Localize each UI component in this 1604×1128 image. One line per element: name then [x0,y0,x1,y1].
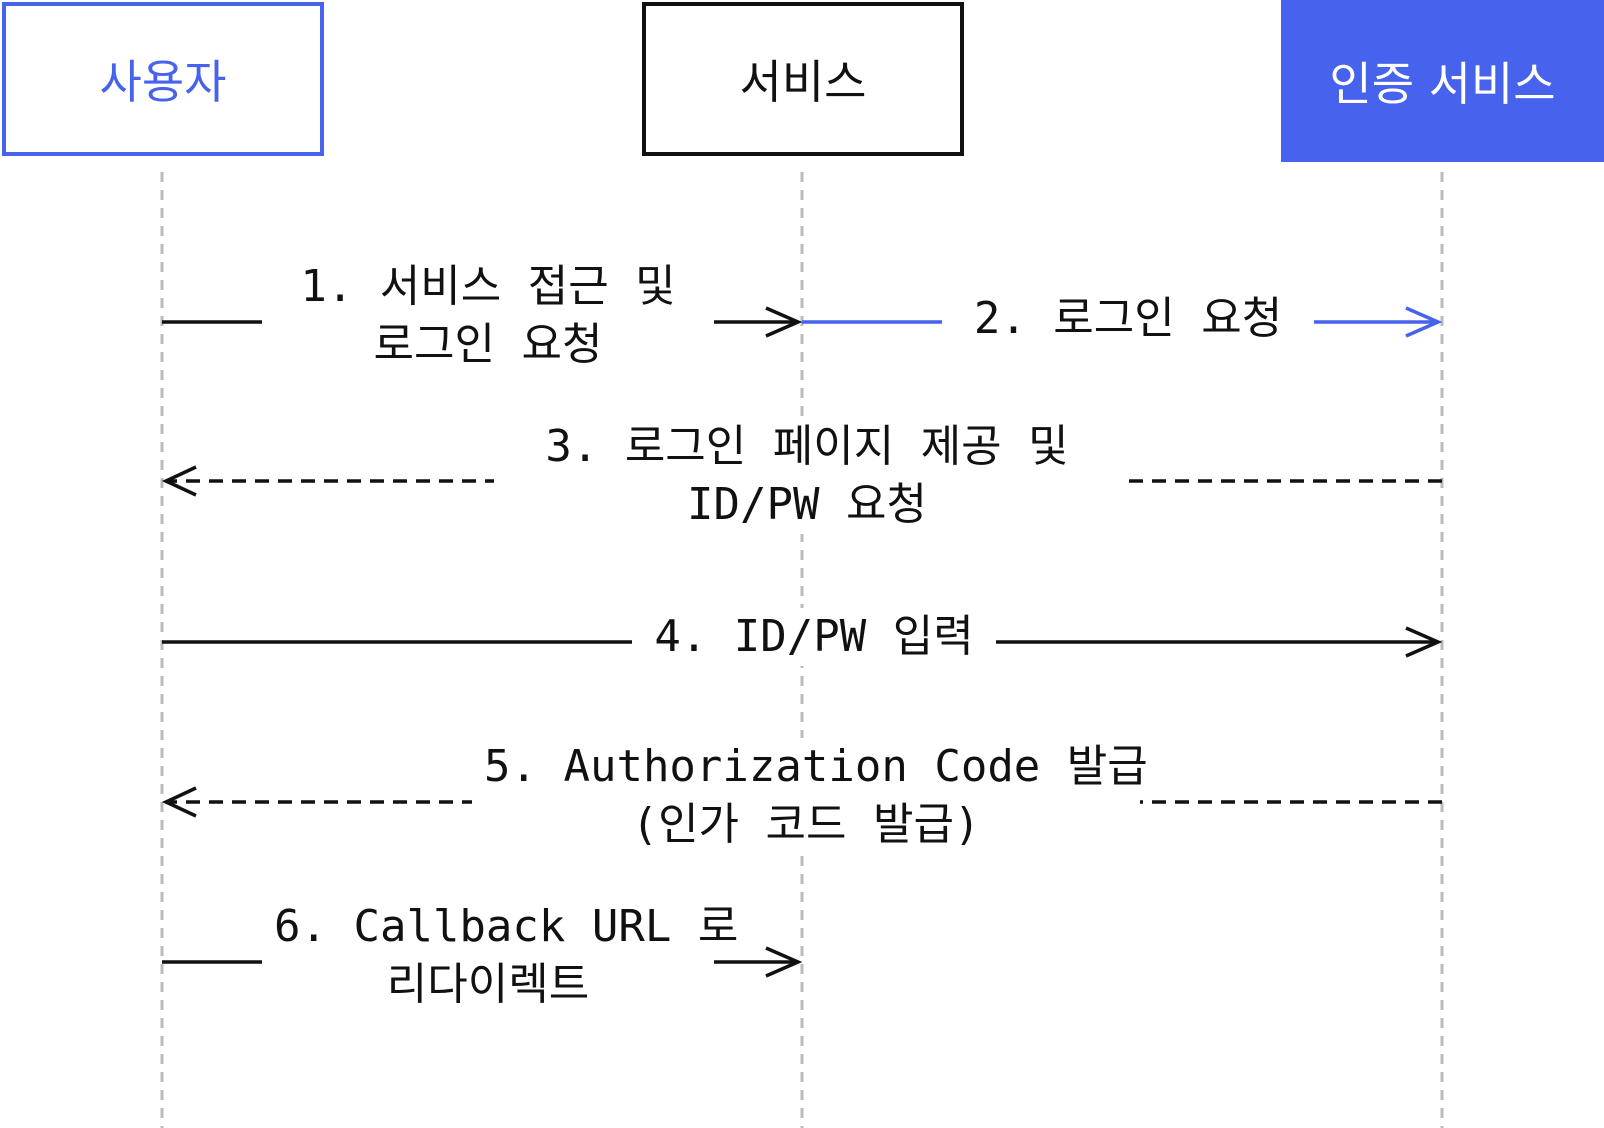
message-1-label: 1. 서비스 접근 및 로그인 요청 [262,258,714,374]
actor-auth-box: 인증 서비스 [1281,0,1604,162]
actor-service-label: 서비스 [739,55,867,109]
actor-user-box: 사용자 [2,2,324,156]
actor-service-box: 서비스 [642,2,964,156]
message-2-label: 2. 로그인 요청 [942,290,1314,348]
message-3-label: 3. 로그인 페이지 제공 및 ID/PW 요청 [494,418,1120,534]
message-3-arrow [161,465,1442,497]
actor-auth-label: 인증 서비스 [1329,57,1556,111]
message-5-label: 5. Authorization Code 발급 (인가 코드 발급) [472,738,1148,854]
message-6-label: 6. Callback URL 로 리다이렉트 [262,898,738,1014]
message-5-arrow [161,786,1442,818]
message-4-label: 4. ID/PW 입력 [632,608,996,666]
actor-user-label: 사용자 [99,55,227,109]
